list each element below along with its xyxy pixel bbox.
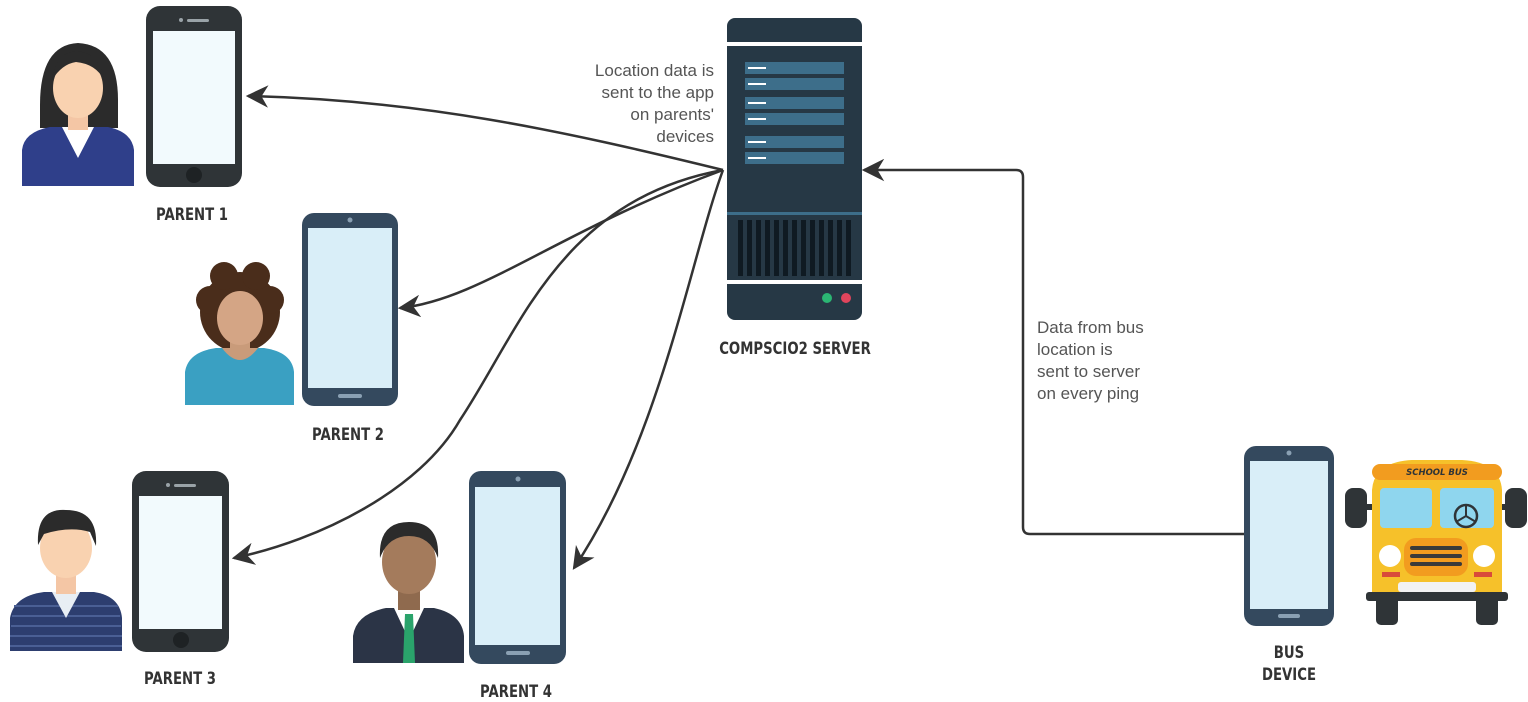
- note-server-to-parents-line3: on parents': [630, 105, 714, 124]
- school-bus-icon: SCHOOL BUS: [1345, 460, 1527, 625]
- bus-device-phone: [1244, 446, 1334, 626]
- bus-sign-text: SCHOOL BUS: [1406, 468, 1468, 478]
- server-icon: [727, 18, 862, 320]
- parent2-avatar: [185, 262, 294, 405]
- note-server-to-parents-line4: devices: [656, 127, 714, 146]
- note-server-to-parents-line1: Location data is: [594, 61, 714, 80]
- parent1-label: PARENT 1: [155, 205, 229, 225]
- note-bus-to-server-line1: Data from bus: [1037, 318, 1144, 337]
- arrow-bus-to-server: [861, 158, 1244, 536]
- note-bus-to-server-line2: location is: [1037, 340, 1113, 359]
- parent2-label: PARENT 2: [311, 425, 385, 445]
- connectors: [231, 85, 1244, 570]
- server-label: COMPSCIO2 SERVER: [719, 339, 871, 359]
- parent4-avatar: [353, 522, 464, 663]
- parent3-phone: [132, 471, 229, 652]
- note-bus-to-server-line3: sent to server: [1037, 362, 1140, 381]
- note-bus-to-server: Data from bus location is sent to server…: [1037, 317, 1207, 405]
- note-server-to-parents-line2: sent to the app: [601, 83, 714, 102]
- parent1-avatar: [22, 43, 134, 186]
- note-bus-to-server-line4: on every ping: [1037, 384, 1140, 403]
- parent2-phone: [302, 213, 398, 406]
- parent4-phone: [469, 471, 566, 664]
- bus-device-label-line2: DEVICE: [1261, 665, 1317, 685]
- note-server-to-parents: Location data is sent to the app on pare…: [560, 60, 714, 148]
- arrow-server-to-parent4: [572, 169, 725, 570]
- arrow-server-to-parent1: [245, 85, 724, 172]
- parent4-label: PARENT 4: [479, 682, 553, 702]
- parent3-avatar: [10, 509, 122, 651]
- bus-device-label-line1: BUS: [1273, 643, 1305, 663]
- bus-device-label: BUS DEVICE: [1258, 642, 1320, 686]
- parent3-label: PARENT 3: [143, 669, 217, 689]
- parent1-phone: [146, 6, 242, 187]
- arrow-server-to-parent2: [397, 168, 724, 318]
- arrow-server-to-parent3: [231, 168, 724, 565]
